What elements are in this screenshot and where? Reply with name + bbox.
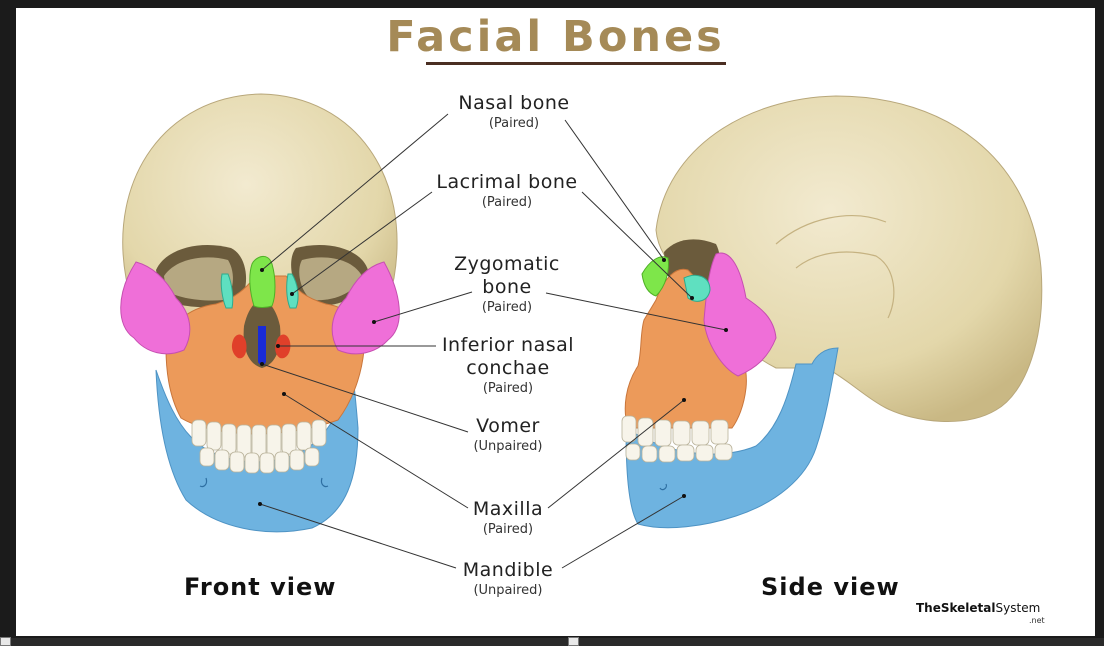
resize-handle-center[interactable] xyxy=(568,637,579,646)
side-nasal-bone xyxy=(641,256,669,297)
label-nasal-bone-name: Nasal bone xyxy=(458,92,570,114)
label-vomer-name: Vomer xyxy=(476,415,540,437)
label-lacrimal-bone-name: Lacrimal bone xyxy=(436,171,578,193)
label-lacrimal-bone-sub: (Paired) xyxy=(481,195,533,210)
label-nasal-bone: Nasal bone (Paired) xyxy=(434,92,594,133)
label-zygomatic-line1: Zygomatic xyxy=(454,253,560,275)
front-nasal-bone xyxy=(249,256,276,308)
label-zygomatic-bone: Zygomatic bone (Paired) xyxy=(444,253,570,317)
front-teeth xyxy=(191,419,327,474)
side-lacrimal xyxy=(683,274,711,302)
side-skull xyxy=(621,95,1043,529)
title-underline xyxy=(426,62,726,65)
label-maxilla-sub: (Paired) xyxy=(482,522,534,537)
front-zygomatic-right xyxy=(331,261,400,355)
leader-lines xyxy=(259,113,727,569)
label-mandible-name: Mandible xyxy=(462,559,554,581)
front-zygomatic-left xyxy=(120,261,191,355)
label-conchae-line2: conchae xyxy=(466,357,550,379)
logo-sub: .net xyxy=(1029,616,1045,625)
diagram-frame: Facial Bones Nasal bone (Paired) Lacrima… xyxy=(16,8,1095,636)
site-logo: TheSkeletalSystem xyxy=(916,601,1040,615)
label-maxilla-name: Maxilla xyxy=(472,498,544,520)
side-teeth xyxy=(621,415,733,463)
front-view-caption: Front view xyxy=(184,573,337,601)
logo-bold: TheSkeletal xyxy=(916,601,996,615)
label-mandible-sub: (Unpaired) xyxy=(473,583,543,598)
label-maxilla: Maxilla (Paired) xyxy=(458,498,558,539)
label-zygomatic-line2: bone xyxy=(482,276,532,298)
page-title: Facial Bones xyxy=(386,12,725,62)
label-conchae-line1: Inferior nasal xyxy=(441,334,575,356)
side-mandible xyxy=(625,347,839,529)
label-lacrimal-bone: Lacrimal bone (Paired) xyxy=(424,171,590,212)
side-zygomatic xyxy=(703,252,777,377)
skull-illustration xyxy=(120,93,1043,569)
label-mandible: Mandible (Unpaired) xyxy=(448,559,568,600)
label-nasal-bone-sub: (Paired) xyxy=(488,116,540,131)
resize-handle-left[interactable] xyxy=(0,637,11,646)
label-vomer: Vomer (Unpaired) xyxy=(456,415,560,456)
bottom-bar xyxy=(0,638,1104,646)
logo-rest: System xyxy=(995,601,1041,615)
front-skull xyxy=(120,93,400,533)
front-lacrimal-right xyxy=(286,273,299,309)
front-lacrimal-left xyxy=(220,273,234,309)
side-view-caption: Side view xyxy=(761,573,900,601)
front-vomer xyxy=(258,326,266,365)
label-conchae-sub: (Paired) xyxy=(482,381,534,396)
label-inferior-nasal-conchae: Inferior nasal conchae (Paired) xyxy=(430,334,586,398)
label-zygomatic-sub: (Paired) xyxy=(481,300,533,315)
front-concha-left xyxy=(231,334,247,359)
label-vomer-sub: (Unpaired) xyxy=(473,439,543,454)
